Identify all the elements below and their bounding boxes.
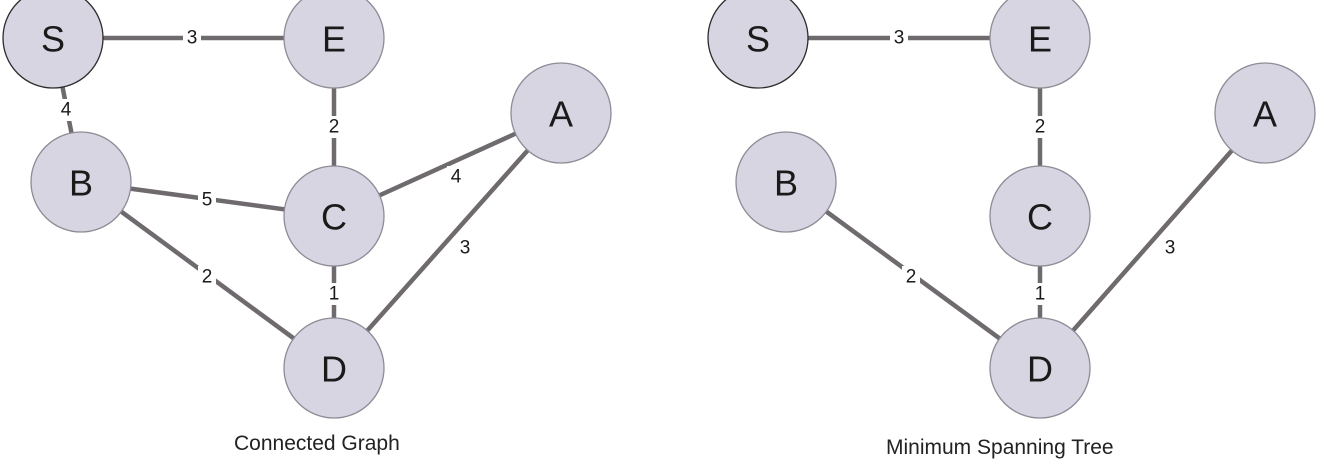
graph-node-d: D bbox=[283, 317, 385, 419]
graph-edge-a-d bbox=[332, 111, 563, 370]
graph-node-b: B bbox=[30, 131, 132, 233]
graph-edge-weight-s-b: 4 bbox=[61, 100, 72, 121]
graph-node-circle-c bbox=[283, 165, 385, 267]
graph-node-circle-s bbox=[2, 0, 104, 89]
graph-node-label-b: B bbox=[69, 163, 93, 204]
graph-edge-weight-a-d: 3 bbox=[460, 238, 471, 259]
graph-edge-weight-c-d: 1 bbox=[329, 284, 340, 305]
mst-node-d: D bbox=[989, 317, 1091, 419]
mst-edge-label-bg-s-e bbox=[890, 27, 908, 49]
mst-node-s: S bbox=[707, 0, 809, 89]
graph-edge-label-bg-b-d bbox=[198, 266, 216, 288]
minimum-spanning-tree-graph: 3 2 2 1 3 S E A B C D bbox=[707, 0, 1316, 419]
mst-edge-a-d bbox=[1038, 111, 1267, 370]
graph-node-circle-b bbox=[30, 131, 132, 233]
graph-node-label-a: A bbox=[549, 94, 573, 135]
mst-edge-label-bg-c-d bbox=[1031, 283, 1049, 305]
graph-edge-label-bg-c-a bbox=[447, 166, 465, 188]
mst-node-circle-b bbox=[735, 131, 837, 233]
mst-edge-weight-s-e: 3 bbox=[894, 28, 905, 49]
mst-node-circle-d bbox=[989, 317, 1091, 419]
mst-edge-weight-b-d: 2 bbox=[906, 267, 917, 288]
mst-node-circle-s bbox=[707, 0, 809, 89]
mst-node-circle-e bbox=[989, 0, 1091, 89]
graph-edge-weight-b-c: 5 bbox=[202, 190, 213, 211]
graph-node-s: S bbox=[2, 0, 104, 89]
graph-edge-label-bg-c-d bbox=[325, 283, 343, 305]
graph-node-label-c: C bbox=[321, 197, 347, 238]
graph-edge-label-bg-e-c bbox=[325, 116, 343, 138]
graph-edge-label-bg-s-b bbox=[57, 99, 75, 121]
mst-edge-weight-e-c: 2 bbox=[1035, 117, 1046, 138]
graph-edge-label-bg-s-e bbox=[183, 27, 201, 49]
graph-node-c: C bbox=[283, 165, 385, 267]
mst-node-label-b: B bbox=[774, 163, 798, 204]
graph-node-label-e: E bbox=[322, 19, 346, 60]
graph-node-label-d: D bbox=[321, 349, 347, 390]
minimum-spanning-tree-caption: Minimum Spanning Tree bbox=[886, 436, 1114, 459]
graph-edge-weight-b-d: 2 bbox=[202, 267, 213, 288]
mst-node-label-e: E bbox=[1028, 19, 1052, 60]
connected-graph: 3 4 2 5 4 2 1 3 S E A B C D bbox=[2, 0, 612, 419]
mst-node-circle-a bbox=[1214, 62, 1316, 164]
graph-edge-label-bg-a-d bbox=[456, 237, 474, 259]
graph-node-e: E bbox=[283, 0, 385, 89]
graph-edge-label-bg-b-c bbox=[198, 189, 216, 211]
mst-edge-label-bg-a-d bbox=[1161, 237, 1179, 259]
graph-node-circle-a bbox=[510, 62, 612, 164]
mst-node-e: E bbox=[989, 0, 1091, 89]
mst-node-a: A bbox=[1214, 62, 1316, 164]
graph-edge-weight-c-a: 4 bbox=[451, 167, 462, 188]
mst-node-circle-c bbox=[989, 165, 1091, 267]
graph-edge-weight-s-e: 3 bbox=[187, 28, 198, 49]
mst-edge-label-bg-b-d bbox=[902, 266, 920, 288]
mst-edge-label-bg-e-c bbox=[1031, 116, 1049, 138]
graph-node-circle-d bbox=[283, 317, 385, 419]
mst-node-label-a: A bbox=[1253, 94, 1277, 135]
mst-node-label-c: C bbox=[1027, 197, 1053, 238]
graph-node-label-s: S bbox=[41, 19, 65, 60]
mst-node-label-s: S bbox=[746, 19, 770, 60]
graph-node-circle-e bbox=[283, 0, 385, 89]
graph-edge-weight-e-c: 2 bbox=[329, 117, 340, 138]
connected-graph-caption: Connected Graph bbox=[234, 432, 400, 455]
mst-node-label-d: D bbox=[1027, 349, 1053, 390]
mst-node-b: B bbox=[735, 131, 837, 233]
graph-node-a: A bbox=[510, 62, 612, 164]
mst-edge-weight-a-d: 3 bbox=[1165, 238, 1176, 259]
mst-edge-weight-c-d: 1 bbox=[1035, 284, 1046, 305]
mst-node-c: C bbox=[989, 165, 1091, 267]
